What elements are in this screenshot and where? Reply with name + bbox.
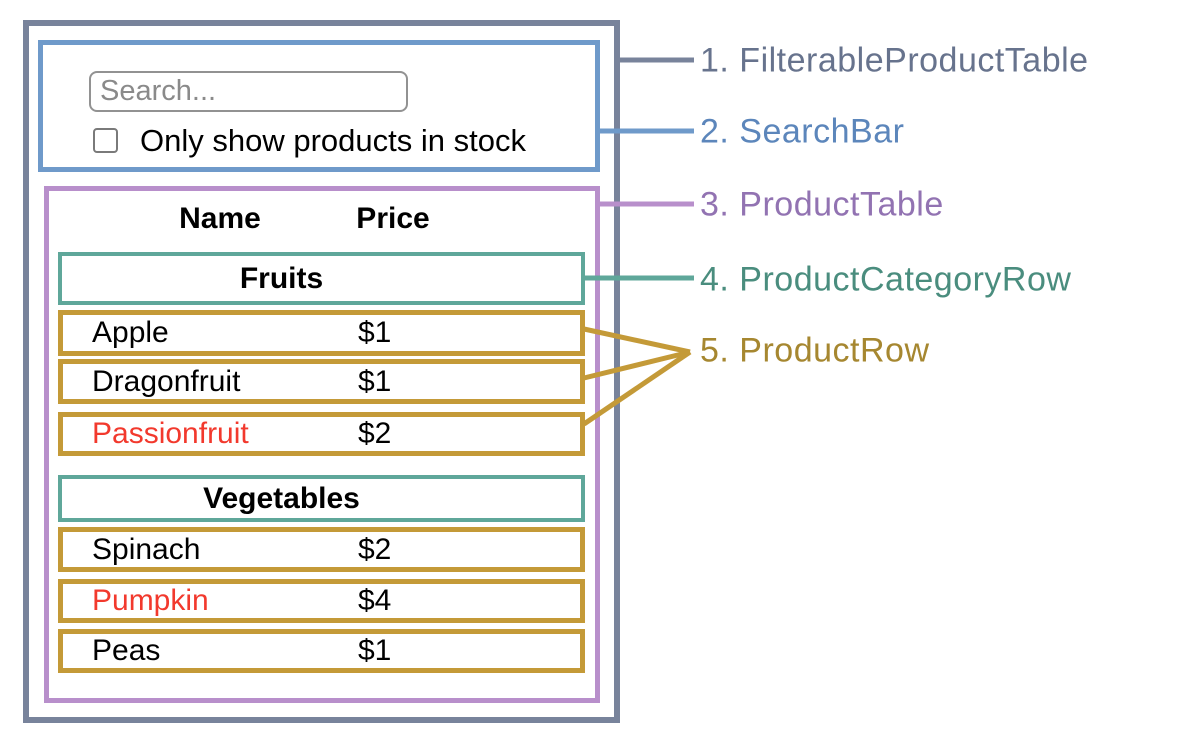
product-name: Passionfruit [92,417,249,450]
product-price: $1 [358,316,392,349]
search-bar-box: Only show products in stock [38,40,600,172]
product-name: Dragonfruit [92,364,241,398]
product-price: $1 [358,364,392,398]
in-stock-filter-row: Only show products in stock [93,122,526,158]
product-row-apple: Apple $1 [58,310,585,356]
product-price: $2 [358,532,392,566]
product-row-pumpkin: Pumpkin $4 [58,579,585,623]
column-header-name: Name [179,202,261,235]
product-row-passionfruit: Passionfruit $2 [58,412,585,456]
in-stock-checkbox[interactable] [93,128,118,153]
legend-product-row: 5. ProductRow [700,331,930,370]
in-stock-checkbox-label: Only show products in stock [140,122,526,158]
legend-product-category-row: 4. ProductCategoryRow [700,260,1072,299]
product-price: $2 [358,417,392,450]
product-name: Apple [92,316,169,349]
legend-filterable-product-table: 1. FilterableProductTable [700,41,1089,80]
category-label: Fruits [239,261,324,295]
legend-search-bar: 2. SearchBar [700,112,905,151]
filterable-product-table-box: Only show products in stock Name Price F… [23,20,620,723]
product-name: Peas [92,634,161,667]
category-label: Vegetables [203,481,360,515]
legend-product-table: 3. ProductTable [700,185,944,224]
product-price: $1 [358,634,392,667]
product-name: Spinach [92,532,201,566]
category-row-fruits: Fruits [58,252,585,305]
product-row-spinach: Spinach $2 [58,527,585,572]
search-input[interactable] [89,71,408,112]
column-header-price: Price [356,202,430,235]
product-row-peas: Peas $1 [58,629,585,673]
product-name: Pumpkin [92,584,209,617]
product-table-box: Name Price Fruits Apple $1 Dragonfruit $… [44,186,600,703]
category-row-vegetables: Vegetables [58,475,585,522]
product-price: $4 [358,584,392,617]
product-row-dragonfruit: Dragonfruit $1 [58,359,585,404]
